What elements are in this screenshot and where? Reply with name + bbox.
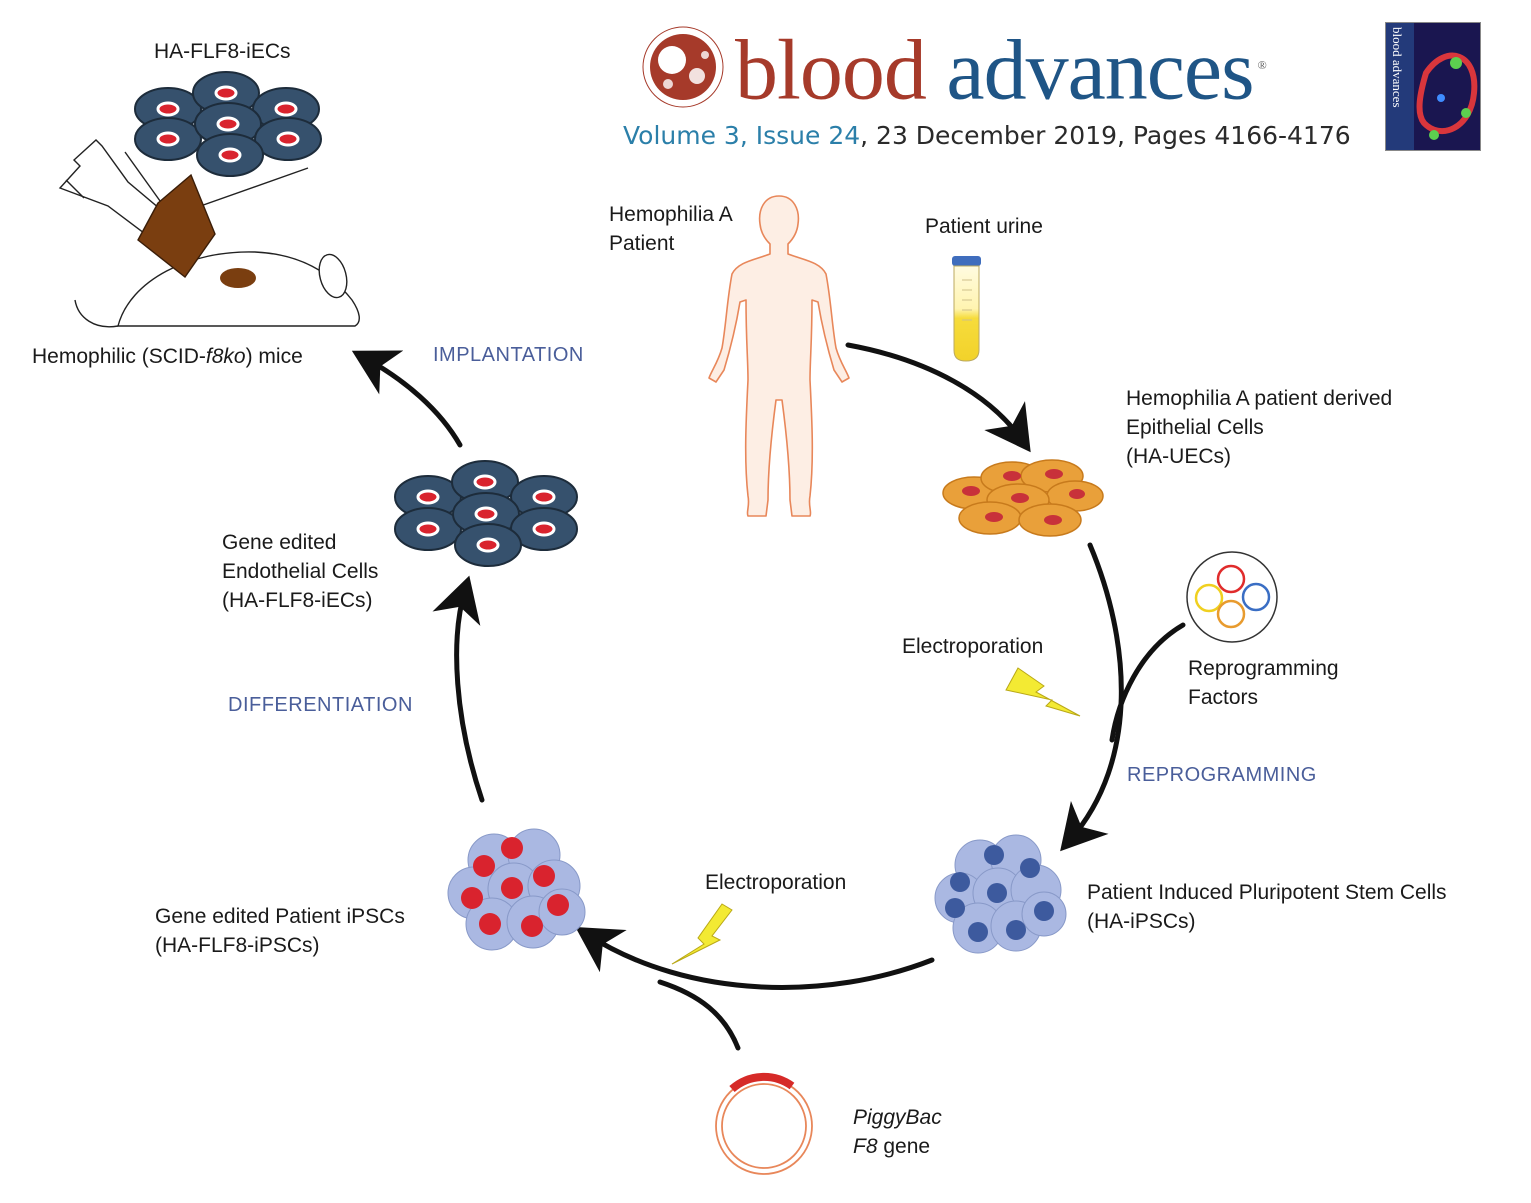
journal-name-advances: advances (946, 21, 1254, 118)
label-electroporation-right: Electroporation (902, 635, 1044, 658)
ha-ipsc-colony (934, 834, 1067, 954)
arrow-endothelial-to-mice (351, 350, 463, 448)
label-patient-line2: Patient (609, 232, 675, 255)
uec-cells (942, 459, 1104, 537)
journal-header: blood advances® Volume 3, Issue 24, 23 D… (623, 12, 1370, 162)
label-uecs-line3: (HA-UECs) (1126, 445, 1231, 468)
top-endothelial-cells (134, 71, 322, 177)
cover-art (1416, 52, 1478, 140)
label-top-cells: HA-FLF8-iECs (154, 40, 291, 63)
citation-issue-link[interactable]: Volume 3, Issue 24 (623, 121, 861, 150)
label-plasmid-gene-rest: gene (877, 1135, 931, 1158)
label-ha-ipscs-line1: Patient Induced Pluripotent Stem Cells (1087, 881, 1447, 904)
label-uecs-line1: Hemophilia A patient derived (1126, 387, 1393, 410)
label-mice: Hemophilic (SCID-f8ko) mice (32, 342, 303, 371)
arrow-factors-merge (1109, 622, 1186, 743)
label-plasmid-gene-italic: F8 (853, 1135, 878, 1158)
label-uecs-line2: Epithelial Cells (1126, 416, 1264, 439)
label-reprogramming-factors: Reprogramming Factors (1188, 654, 1339, 712)
plasmid-icon (715, 1072, 813, 1175)
label-endothelial-line3: (HA-FLF8-iECs) (222, 589, 373, 612)
mouse-illustration (74, 251, 360, 328)
stage-reprogramming: REPROGRAMMING (1127, 764, 1317, 786)
label-mice-prefix: Hemophilic (SCID- (32, 345, 206, 368)
syringe-icon (58, 139, 309, 279)
citation-details: , 23 December 2019, Pages 4166-4176 (860, 121, 1351, 150)
edited-ipsc-colony (447, 828, 586, 951)
label-electroporation-bottom: Electroporation (705, 871, 847, 894)
label-edited-ipscs: Gene edited Patient iPSCs (HA-FLF8-iPSCs… (155, 902, 405, 960)
arrow-plasmid-merge (657, 979, 741, 1051)
cycle-arrows (351, 342, 1186, 1051)
label-mice-suffix: ) mice (245, 345, 303, 368)
label-endothelial-line1: Gene edited (222, 531, 337, 554)
citation: Volume 3, Issue 24, 23 December 2019, Pa… (623, 120, 1351, 152)
journal-cover-thumbnail[interactable]: blood advances (1385, 22, 1481, 151)
stage-differentiation: DIFFERENTIATION (228, 694, 413, 716)
ash-logo (642, 26, 724, 108)
label-edited-ipscs-line1: Gene edited Patient iPSCs (155, 905, 405, 928)
registered-mark: ® (1257, 58, 1267, 72)
urine-tube-icon (952, 256, 981, 362)
label-factors-line2: Factors (1188, 686, 1259, 709)
stage-implantation: IMPLANTATION (433, 344, 584, 366)
journal-name[interactable]: blood advances® (735, 20, 1267, 115)
cover-title: blood advances (1390, 27, 1405, 108)
arrow-edited-to-endothelial (432, 575, 485, 803)
lightning-icon-bottom (671, 903, 733, 965)
lightning-icon-right (1005, 667, 1081, 717)
label-endothelial: Gene edited Endothelial Cells (HA-FLF8-i… (222, 528, 378, 615)
label-plasmid-name: PiggyBac (853, 1106, 942, 1129)
label-ha-ipscs: Patient Induced Pluripotent Stem Cells (… (1087, 878, 1447, 936)
label-edited-ipscs-line2: (HA-FLF8-iPSCs) (155, 934, 320, 957)
arrow-ipscs-to-edited (575, 926, 935, 990)
arrow-uecs-to-ipscs (1060, 542, 1124, 852)
label-plasmid-gene: F8 gene (853, 1132, 942, 1161)
label-patient-line1: Hemophilia A (609, 203, 733, 226)
arrow-patient-to-uecs (845, 342, 1031, 453)
label-patient: Hemophilia A Patient (609, 200, 733, 258)
journal-name-blood: blood (735, 21, 927, 118)
label-endothelial-line2: Endothelial Cells (222, 560, 379, 583)
label-plasmid: PiggyBac F8 gene (853, 1103, 942, 1161)
label-mice-italic: f8ko (205, 345, 246, 368)
cover-strip (1386, 23, 1414, 150)
endothelial-cells (394, 460, 578, 567)
label-factors-line1: Reprogramming (1188, 657, 1339, 680)
label-ha-ipscs-line2: (HA-iPSCs) (1087, 910, 1196, 933)
label-urine: Patient urine (925, 215, 1043, 238)
label-uecs: Hemophilia A patient derived Epithelial … (1126, 384, 1392, 471)
patient-figure (708, 195, 850, 517)
reprogramming-factors-icon (1186, 551, 1278, 643)
